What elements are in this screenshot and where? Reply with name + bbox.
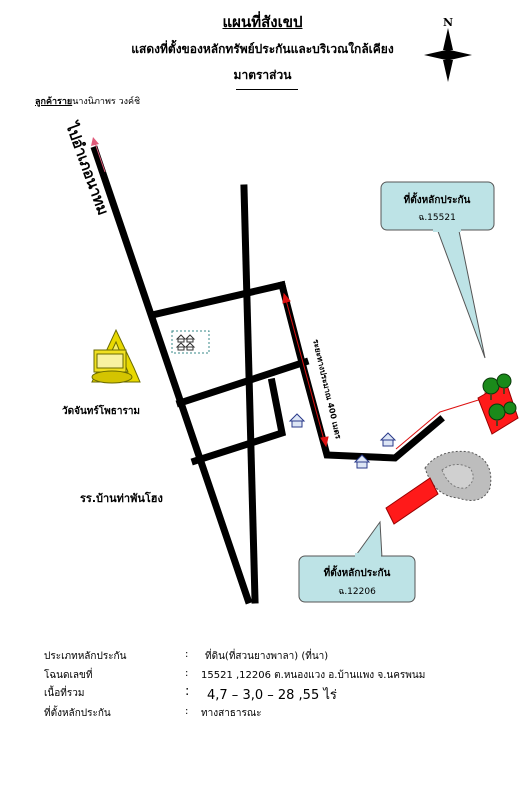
- cross-road-3: [190, 377, 287, 466]
- map-subtitle: แสดงที่ตั้งของหลักทรัพย์ประกันและบริเวณใ…: [131, 42, 394, 56]
- detail-label: ประเภทหลักประกัน: [44, 651, 127, 662]
- detail-label: ที่ตั้งหลักประกัน: [44, 708, 111, 719]
- house-icon: [288, 413, 306, 428]
- house-icon: [379, 432, 397, 447]
- callout-1-label: ที่ตั้งหลักประกัน: [404, 192, 471, 206]
- detail-colon: :: [185, 649, 189, 660]
- map-title: แผนที่สังเขป: [222, 13, 303, 31]
- detail-value: ทางสาธารณะ: [201, 708, 262, 719]
- main-road: [90, 145, 253, 605]
- detail-value: 15521 ,12206 ต.หนองแวง อ.บ้านแพง จ.นครพน…: [201, 670, 426, 681]
- collateral-plot-1: [477, 373, 519, 435]
- callout-1-deed: ฉ.15521: [418, 213, 456, 223]
- callout-collateral-1: ที่ตั้งหลักประกัน ฉ.15521: [380, 181, 495, 359]
- roads: [90, 145, 445, 605]
- direction-arrow: [91, 137, 106, 173]
- access-road: [277, 280, 445, 462]
- map-scale: มาตราส่วน: [233, 68, 292, 82]
- road-to-district-label: ไปอำเภอนาทม: [62, 118, 114, 218]
- cross-road-1: [147, 280, 287, 320]
- client-name: นางนิภาพร วงค์ชิ: [72, 97, 141, 107]
- cross-road-2: [175, 357, 310, 408]
- callout-2-deed: ฉ.12206: [338, 587, 376, 597]
- school-label: รร.บ้านท่าพันโฮง: [80, 491, 163, 505]
- house-icons: [288, 413, 397, 469]
- detail-value: 4,7 – 3,0 – 28 ,55 ไร่: [207, 688, 337, 703]
- scale-underline: [236, 89, 298, 90]
- temple-label: วัดจันทร์โพธาราม: [62, 404, 140, 417]
- collateral-plot-2: [385, 450, 492, 525]
- callout-2-label: ที่ตั้งหลักประกัน: [324, 565, 391, 579]
- detail-value: ที่ดิน(ที่สวนยางพาลา) (ที่นา): [205, 651, 329, 662]
- second-road: [240, 184, 259, 604]
- detail-label: โฉนดเลขที่: [44, 670, 93, 681]
- detail-colon: :: [185, 706, 189, 717]
- detail-label: เนื้อที่รวม: [44, 688, 85, 699]
- distance-measure: [282, 292, 496, 450]
- house-cluster-icon: [171, 330, 210, 354]
- client-label: ลูกค้าราย: [35, 97, 73, 107]
- tree-icon: [482, 373, 517, 421]
- house-icon: [353, 454, 371, 469]
- client-line: ลูกค้ารายนางนิภาพร วงค์ชิ: [35, 94, 140, 108]
- north-arrow-icon: N: [424, 16, 472, 82]
- temple-icon: [91, 328, 141, 384]
- detail-colon: :: [185, 684, 190, 699]
- site-map: N ไปอำเภอนาทม ระยะทางประมาณ 400 เมตร: [62, 16, 519, 605]
- detail-colon: :: [185, 668, 189, 679]
- north-label: N: [443, 16, 453, 29]
- callout-collateral-2: ที่ตั้งหลักประกัน ฉ.12206: [298, 520, 416, 603]
